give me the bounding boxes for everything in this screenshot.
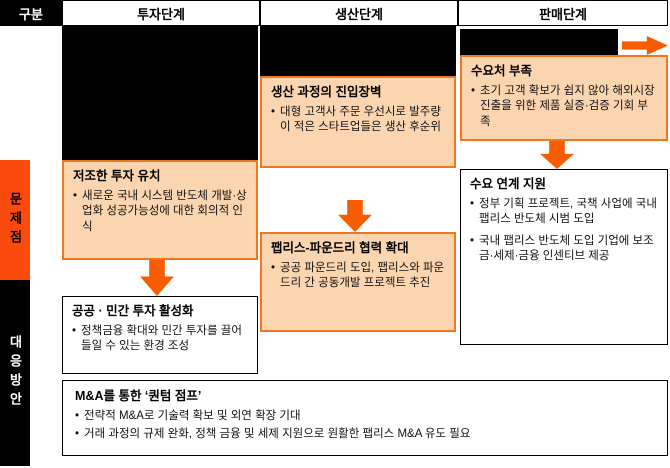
problem-box-production-title: 생산 과정의 진입장벽 <box>271 85 382 99</box>
measure-box-investment-bullets: • 정책금융 확대와 민간 투자를 끌어들일 수 있는 환경 조성 <box>72 324 248 355</box>
problem-box-sales: 수요처 부족 • 초기 고객 확보가 쉽지 않아 해외시장 진출을 위한 제품 … <box>460 55 668 141</box>
bullet-text: 정부 기획 프로젝트, 국책 사업에 국내 팹리스 반도체 시범 도입 <box>479 197 657 226</box>
header-stage-production: 생산단계 <box>260 0 458 26</box>
measure-box-production-bullets: • 공공 파운드리 도입, 팹리스와 파운드리 간 공동개발 프로젝트 추진 <box>271 261 445 292</box>
bullet-icon: • <box>471 84 476 97</box>
down-arrow-icon <box>338 200 372 232</box>
bullet-text: 새로운 국내 시스템 반도체 개발·상업화 성공가능성에 대한 회의적 인식 <box>82 189 247 233</box>
bullet-text: 국내 팹리스 반도체 도입 기업에 보조금·세제·금융 인센티브 제공 <box>479 234 654 263</box>
row-label-measures: 대응방안 <box>0 280 30 466</box>
list-item: • 새로운 국내 시스템 반도체 개발·상업화 성공가능성에 대한 회의적 인식 <box>73 189 247 236</box>
bullet-text: 정책금융 확대와 민간 투자를 끌어들일 수 있는 환경 조성 <box>81 324 242 353</box>
problem-box-sales-bullets: • 초기 고객 확보가 쉽지 않아 해외시장 진출을 위한 제품 실증·검증 기… <box>471 84 657 131</box>
problem-box-investment: 저조한 투자 유치 • 새로운 국내 시스템 반도체 개발·상업화 성공가능성에… <box>62 160 258 260</box>
list-item: • 정책금융 확대와 민간 투자를 끌어들일 수 있는 환경 조성 <box>72 324 248 355</box>
list-item: • 초기 고객 확보가 쉽지 않아 해외시장 진출을 위한 제품 실증·검증 기… <box>471 84 657 131</box>
measure-box-sales-title: 수요 연계 지원 <box>470 177 546 191</box>
measure-box-investment: 공공 · 민간 투자 활성화 • 정책금융 확대와 민간 투자를 끌어들일 수 … <box>62 296 258 374</box>
header-stage-sales: 판매단계 <box>458 0 668 26</box>
bullet-text: 대형 고객사 주문 우선시로 발주량이 적은 스타트업들은 생산 후순위 <box>280 105 441 134</box>
problem-box-production: 생산 과정의 진입장벽 • 대형 고객사 주문 우선시로 발주량이 적은 스타트… <box>260 76 456 168</box>
bullet-icon: • <box>271 105 276 118</box>
bullet-text: 공공 파운드리 도입, 팹리스와 파운드리 간 공동개발 프로젝트 추진 <box>280 261 445 290</box>
problem-box-investment-title: 저조한 투자 유치 <box>73 169 161 183</box>
list-item: • 정부 기획 프로젝트, 국책 사업에 국내 팹리스 반도체 시범 도입 <box>470 197 658 228</box>
bullet-icon: • <box>470 197 475 210</box>
blackout-panel-production <box>260 26 456 76</box>
bullet-icon: • <box>75 428 80 441</box>
down-arrow-icon <box>140 260 174 296</box>
measure-box-mna: M&A를 통한 ‘퀀텀 점프’ • 전략적 M&A로 기술력 확보 및 외연 확… <box>62 380 668 456</box>
measure-box-investment-title: 공공 · 민간 투자 활성화 <box>72 304 194 318</box>
bullet-text: 전략적 M&A로 기술력 확보 및 외연 확장 기대 <box>84 409 301 422</box>
row-label-problems: 문제점 <box>0 160 30 280</box>
measure-box-sales-bullets: • 정부 기획 프로젝트, 국책 사업에 국내 팹리스 반도체 시범 도입 • … <box>470 197 658 265</box>
blackout-panel-sales <box>460 29 618 55</box>
bullet-icon: • <box>72 324 77 337</box>
right-arrow-icon <box>622 36 668 55</box>
measure-box-mna-title: M&A를 통한 ‘퀀텀 점프’ <box>75 389 202 403</box>
down-arrow-icon <box>540 141 574 169</box>
measure-box-mna-bullets: • 전략적 M&A로 기술력 확보 및 외연 확장 기대 • 거래 과정의 규제… <box>75 409 655 443</box>
problem-box-production-bullets: • 대형 고객사 주문 우선시로 발주량이 적은 스타트업들은 생산 후순위 <box>271 105 445 136</box>
problem-box-sales-title: 수요처 부족 <box>471 64 532 78</box>
header-stage-investment: 투자단계 <box>62 0 260 26</box>
problem-box-investment-bullets: • 새로운 국내 시스템 반도체 개발·상업화 성공가능성에 대한 회의적 인식 <box>73 189 247 236</box>
measure-box-production-title: 팹리스-파운드리 협력 확대 <box>271 241 409 255</box>
bullet-text: 거래 과정의 규제 완화, 정책 금융 및 세제 지원으로 원활한 팹리스 M&… <box>84 428 471 441</box>
header-category-cell: 구분 <box>0 0 62 26</box>
list-item: • 공공 파운드리 도입, 팹리스와 파운드리 간 공동개발 프로젝트 추진 <box>271 261 445 292</box>
bullet-text: 초기 고객 확보가 쉽지 않아 해외시장 진출을 위한 제품 실증·검증 기회 … <box>480 84 655 128</box>
row-label-measures-text: 대응방안 <box>7 335 23 411</box>
bullet-icon: • <box>73 189 78 202</box>
bullet-icon: • <box>470 234 475 247</box>
blackout-panel-investment <box>62 26 258 160</box>
measure-box-production: 팹리스-파운드리 협력 확대 • 공공 파운드리 도입, 팹리스와 파운드리 간… <box>260 232 456 332</box>
list-item: • 전략적 M&A로 기술력 확보 및 외연 확장 기대 <box>75 409 655 425</box>
bullet-icon: • <box>271 261 276 274</box>
measure-box-sales: 수요 연계 지원 • 정부 기획 프로젝트, 국책 사업에 국내 팹리스 반도체… <box>460 169 668 345</box>
row-label-problems-text: 문제점 <box>7 191 23 249</box>
bullet-icon: • <box>75 409 80 422</box>
list-item: • 국내 팹리스 반도체 도입 기업에 보조금·세제·금융 인센티브 제공 <box>470 234 658 265</box>
list-item: • 대형 고객사 주문 우선시로 발주량이 적은 스타트업들은 생산 후순위 <box>271 105 445 136</box>
list-item: • 거래 과정의 규제 완화, 정책 금융 및 세제 지원으로 원활한 팹리스 … <box>75 427 655 443</box>
